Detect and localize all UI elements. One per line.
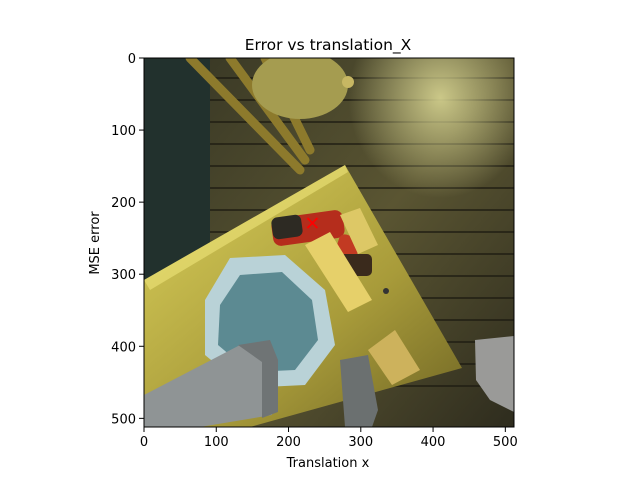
x-tick-label: 500 xyxy=(493,435,518,450)
x-tick-label: 0 xyxy=(140,435,148,450)
y-axis-label: MSE error xyxy=(88,211,103,275)
x-tick-label: 300 xyxy=(348,435,373,450)
x-axis-label: Translation x xyxy=(286,456,370,471)
x-tick-label: 100 xyxy=(204,435,229,450)
x-axis: 0 100 200 300 400 500 xyxy=(140,427,518,450)
x-tick-label: 200 xyxy=(276,435,301,450)
background-photo xyxy=(144,58,514,427)
x-tick-label: 400 xyxy=(421,435,446,450)
data-point-marker xyxy=(306,217,319,229)
data-series xyxy=(306,217,319,229)
y-tick-label: 300 xyxy=(111,268,136,283)
y-tick-label: 500 xyxy=(111,412,136,427)
y-tick-label: 200 xyxy=(111,196,136,211)
y-tick-label: 400 xyxy=(111,340,136,355)
y-tick-label: 0 xyxy=(128,52,136,67)
y-axis: 0 100 200 300 400 500 xyxy=(111,52,144,427)
y-tick-label: 100 xyxy=(111,124,136,139)
plot-frame xyxy=(143,57,515,428)
chart-title: Error vs translation_X xyxy=(245,36,412,55)
